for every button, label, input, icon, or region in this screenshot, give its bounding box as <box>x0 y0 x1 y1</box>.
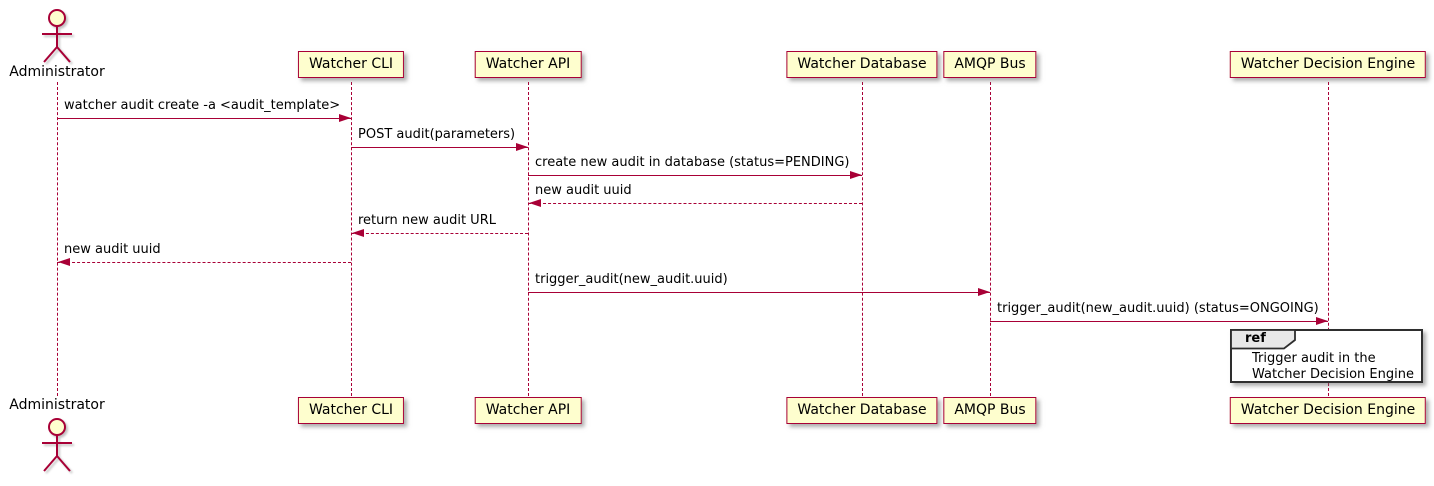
participant-watcher-api-bottom: Watcher API <box>474 397 582 424</box>
lifeline-watcher-database <box>862 82 863 396</box>
message-line-6 <box>57 262 351 263</box>
lifeline-administrator <box>57 82 58 396</box>
message-arrowhead-4 <box>529 199 541 207</box>
message-arrowhead-5 <box>352 229 364 237</box>
message-line-2 <box>351 147 528 148</box>
message-arrowhead-6 <box>58 258 70 266</box>
actor-label-administrator-bottom: Administrator <box>9 397 105 413</box>
message-label-6: new audit uuid <box>64 242 161 257</box>
message-arrowhead-7 <box>978 288 990 296</box>
ref-fragment: ref Trigger audit in the Watcher Decisio… <box>1230 329 1423 383</box>
message-line-4 <box>528 203 862 204</box>
message-arrowhead-3 <box>850 171 862 179</box>
lifeline-watcher-decision-engine <box>1328 82 1329 396</box>
participant-watcher-api-top: Watcher API <box>474 51 582 78</box>
message-label-1: watcher audit create -a <audit_template> <box>64 98 341 113</box>
actor-label-administrator-top: Administrator <box>9 64 105 80</box>
ref-tab-pentagon <box>1230 329 1296 350</box>
participant-watcher-cli-top: Watcher CLI <box>297 51 405 78</box>
message-label-5: return new audit URL <box>358 213 496 228</box>
message-arrowhead-2 <box>516 143 528 151</box>
message-line-7 <box>528 292 990 293</box>
lifeline-watcher-api <box>528 82 529 396</box>
participant-watcher-database-top: Watcher Database <box>786 51 938 78</box>
participant-watcher-decision-engine-top: Watcher Decision Engine <box>1229 51 1427 78</box>
message-label-3: create new audit in database (status=PEN… <box>535 155 850 170</box>
message-line-8 <box>990 321 1328 322</box>
message-line-5 <box>351 233 528 234</box>
ref-body-line2: Watcher Decision Engine <box>1252 367 1414 382</box>
ref-body-text: Trigger audit in the Watcher Decision En… <box>1252 351 1421 383</box>
lifeline-amqp-bus <box>990 82 991 396</box>
lifeline-watcher-cli <box>351 82 352 396</box>
actor-figure-administrator-bottom <box>34 414 80 476</box>
actor-figure-administrator-top <box>34 5 80 67</box>
message-line-1 <box>57 118 351 119</box>
participant-amqp-bus-top: AMQP Bus <box>943 51 1037 78</box>
message-label-7: trigger_audit(new_audit.uuid) <box>535 272 728 287</box>
message-line-3 <box>528 175 862 176</box>
participant-watcher-database-bottom: Watcher Database <box>786 397 938 424</box>
message-arrowhead-1 <box>339 114 351 122</box>
participant-amqp-bus-bottom: AMQP Bus <box>943 397 1037 424</box>
participant-watcher-cli-bottom: Watcher CLI <box>297 397 405 424</box>
participant-watcher-decision-engine-bottom: Watcher Decision Engine <box>1229 397 1427 424</box>
message-arrowhead-8 <box>1316 317 1328 325</box>
message-label-2: POST audit(parameters) <box>358 127 516 142</box>
message-label-8: trigger_audit(new_audit.uuid) (status=ON… <box>997 301 1319 316</box>
ref-keyword: ref <box>1245 331 1266 346</box>
message-label-4: new audit uuid <box>535 183 632 198</box>
ref-body-line1: Trigger audit in the <box>1252 351 1376 366</box>
